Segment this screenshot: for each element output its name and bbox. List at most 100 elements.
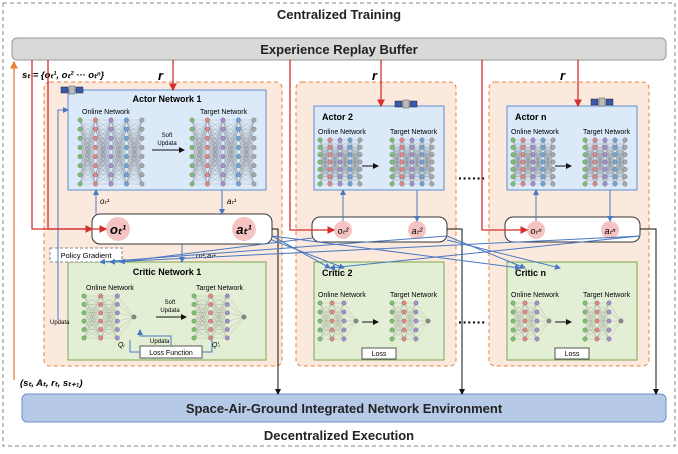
actor-n-target-net-edge (604, 139, 616, 163)
critic-2-online-net-node (317, 318, 323, 324)
critic-n-online-net-edge (524, 311, 538, 340)
critic-1-online-net-node (98, 293, 104, 299)
critic-2-online-net-node (341, 327, 347, 333)
loss-label-2: Loss (372, 351, 387, 358)
actor-2-target-net-edge (411, 139, 423, 155)
critic-2-target-net-node (389, 300, 395, 306)
actor-2-target-net-edge (421, 139, 433, 163)
act-1-label: aₜ¹ (236, 222, 252, 237)
critic-n-target-net-edge (596, 302, 610, 313)
critic-1-online-net-node (81, 318, 87, 324)
actor-1-target-net-node (205, 126, 210, 132)
actor-n-target-net-node (622, 181, 628, 187)
actor-2-target-net-node (429, 152, 435, 158)
actor-n-online-net-node (540, 174, 546, 180)
critic-2-online-net-edge (343, 320, 357, 340)
actor-1-online-net-node (77, 181, 83, 187)
actor-2-target-net-node (389, 166, 395, 172)
actor-1-online-net-node (108, 163, 114, 169)
critic-1-target-net-edge (210, 295, 228, 313)
actor-n-online-net-node (540, 181, 546, 187)
critic-1-online-net-node (81, 302, 87, 307)
actor-1-target-net-edge (207, 147, 224, 185)
critic-1-target-net-node (208, 318, 214, 324)
critic-n-target-net-node (594, 336, 600, 342)
critic-1-online-net-edge (100, 312, 118, 339)
actor-1-online-net-edge (110, 147, 127, 185)
actor-1-online-net-edge (95, 119, 112, 130)
actor-1-target-net-node (220, 117, 226, 123)
actor-n-target-net-node (592, 174, 598, 180)
actor-1-online-net-node (124, 163, 129, 169)
critic-1-target-net-edge (193, 295, 211, 313)
critic-1-target-net-node (191, 318, 197, 324)
critic-2-target-net-node (401, 327, 407, 333)
actor-2-target-net-node (429, 137, 435, 143)
actor-n-target-net-edge (604, 169, 616, 185)
critic-2-online-net-edge (331, 311, 345, 340)
actor-1-online-net-edge (79, 165, 96, 185)
critic-1-online-net-edge (83, 295, 101, 339)
critic-1-target-net-node (191, 335, 197, 341)
critic-network-1 (67, 261, 267, 361)
obs-token-2 (334, 221, 352, 239)
actor-1-target-net-edge (238, 119, 255, 148)
actor-1-soft-label: Soft (162, 133, 173, 139)
actor-2-target-net-node (399, 174, 405, 180)
actor-2-online-net-node (347, 152, 353, 158)
actor-n-online-net-edge (512, 139, 524, 155)
critic-n-target-net-node (582, 327, 588, 333)
actor-1-online-net-edge (126, 156, 143, 185)
critic-2-online-net-node (317, 336, 323, 342)
actor-1-target-net-node (220, 154, 226, 159)
actor-2-online-net-edge (329, 161, 341, 185)
actor-n-target-net-node (602, 166, 608, 172)
actor-n-target-net-node (622, 152, 628, 158)
reward-label-n: r (560, 68, 566, 83)
satellite-icon (402, 99, 410, 109)
actor-1-online-net-edge (110, 129, 127, 185)
actor-1-online-net-edge (110, 119, 127, 185)
actor-n-target-net-node (622, 137, 628, 143)
actor-1-target-net-edge (222, 119, 239, 148)
actor-1-target-net-node (205, 135, 210, 141)
actor-1-online-net-node (124, 154, 129, 159)
actor-2-online-net-node (327, 174, 333, 180)
critic-1-online-net-edge (100, 329, 118, 339)
critic-1-online-net-node (114, 302, 120, 307)
critic-1-target-net-node (191, 310, 197, 316)
actor-n-target-net-node (622, 174, 628, 180)
critic-1-target-net-edge (193, 304, 211, 339)
actor-2-target-net-node (389, 144, 395, 150)
critic-2-target-net-edge (391, 302, 405, 322)
actor-n-online-net-edge (512, 161, 524, 185)
actor-1-target-net-edge (238, 119, 255, 166)
actor-1-target-net-edge (207, 119, 224, 148)
reward-label-2: r (372, 68, 378, 83)
actor-1-online-net-node (139, 181, 145, 187)
actor-n-target-net-node (602, 137, 608, 143)
critic-1-target-net-edge (227, 312, 245, 318)
critic-1-online-net-node (114, 310, 120, 316)
actor-n-target-net-edge (614, 161, 626, 185)
actor-n-target-net-node (592, 144, 598, 150)
critic-1-target-net-node (191, 302, 197, 307)
critic-1-online-net-edge (117, 312, 135, 318)
critic-n-online-net-node (522, 336, 528, 342)
actor-n-online-net-node (510, 174, 516, 180)
satellite-icon (590, 98, 599, 106)
actor-2-target-net-node (429, 144, 435, 150)
actor-2-target-net-edge (401, 139, 413, 163)
actor-2-online-net-edge (329, 154, 341, 185)
policy-gradient-box (49, 247, 123, 263)
critic-2-online-net-edge (331, 320, 345, 340)
actor-1-online-net-edge (95, 174, 112, 185)
actor-2-target-net-edge (421, 154, 433, 185)
actor-2-online-net-node (317, 159, 323, 165)
critic-n-target-label: Target Network (583, 292, 631, 299)
actor-1-target-net-edge (222, 147, 239, 185)
critic-2-online-net-node (341, 318, 347, 324)
actor-n-online-net-node (510, 137, 516, 143)
actor-1-online-net-node (124, 135, 129, 141)
actor-n-online-net-node (510, 152, 516, 158)
